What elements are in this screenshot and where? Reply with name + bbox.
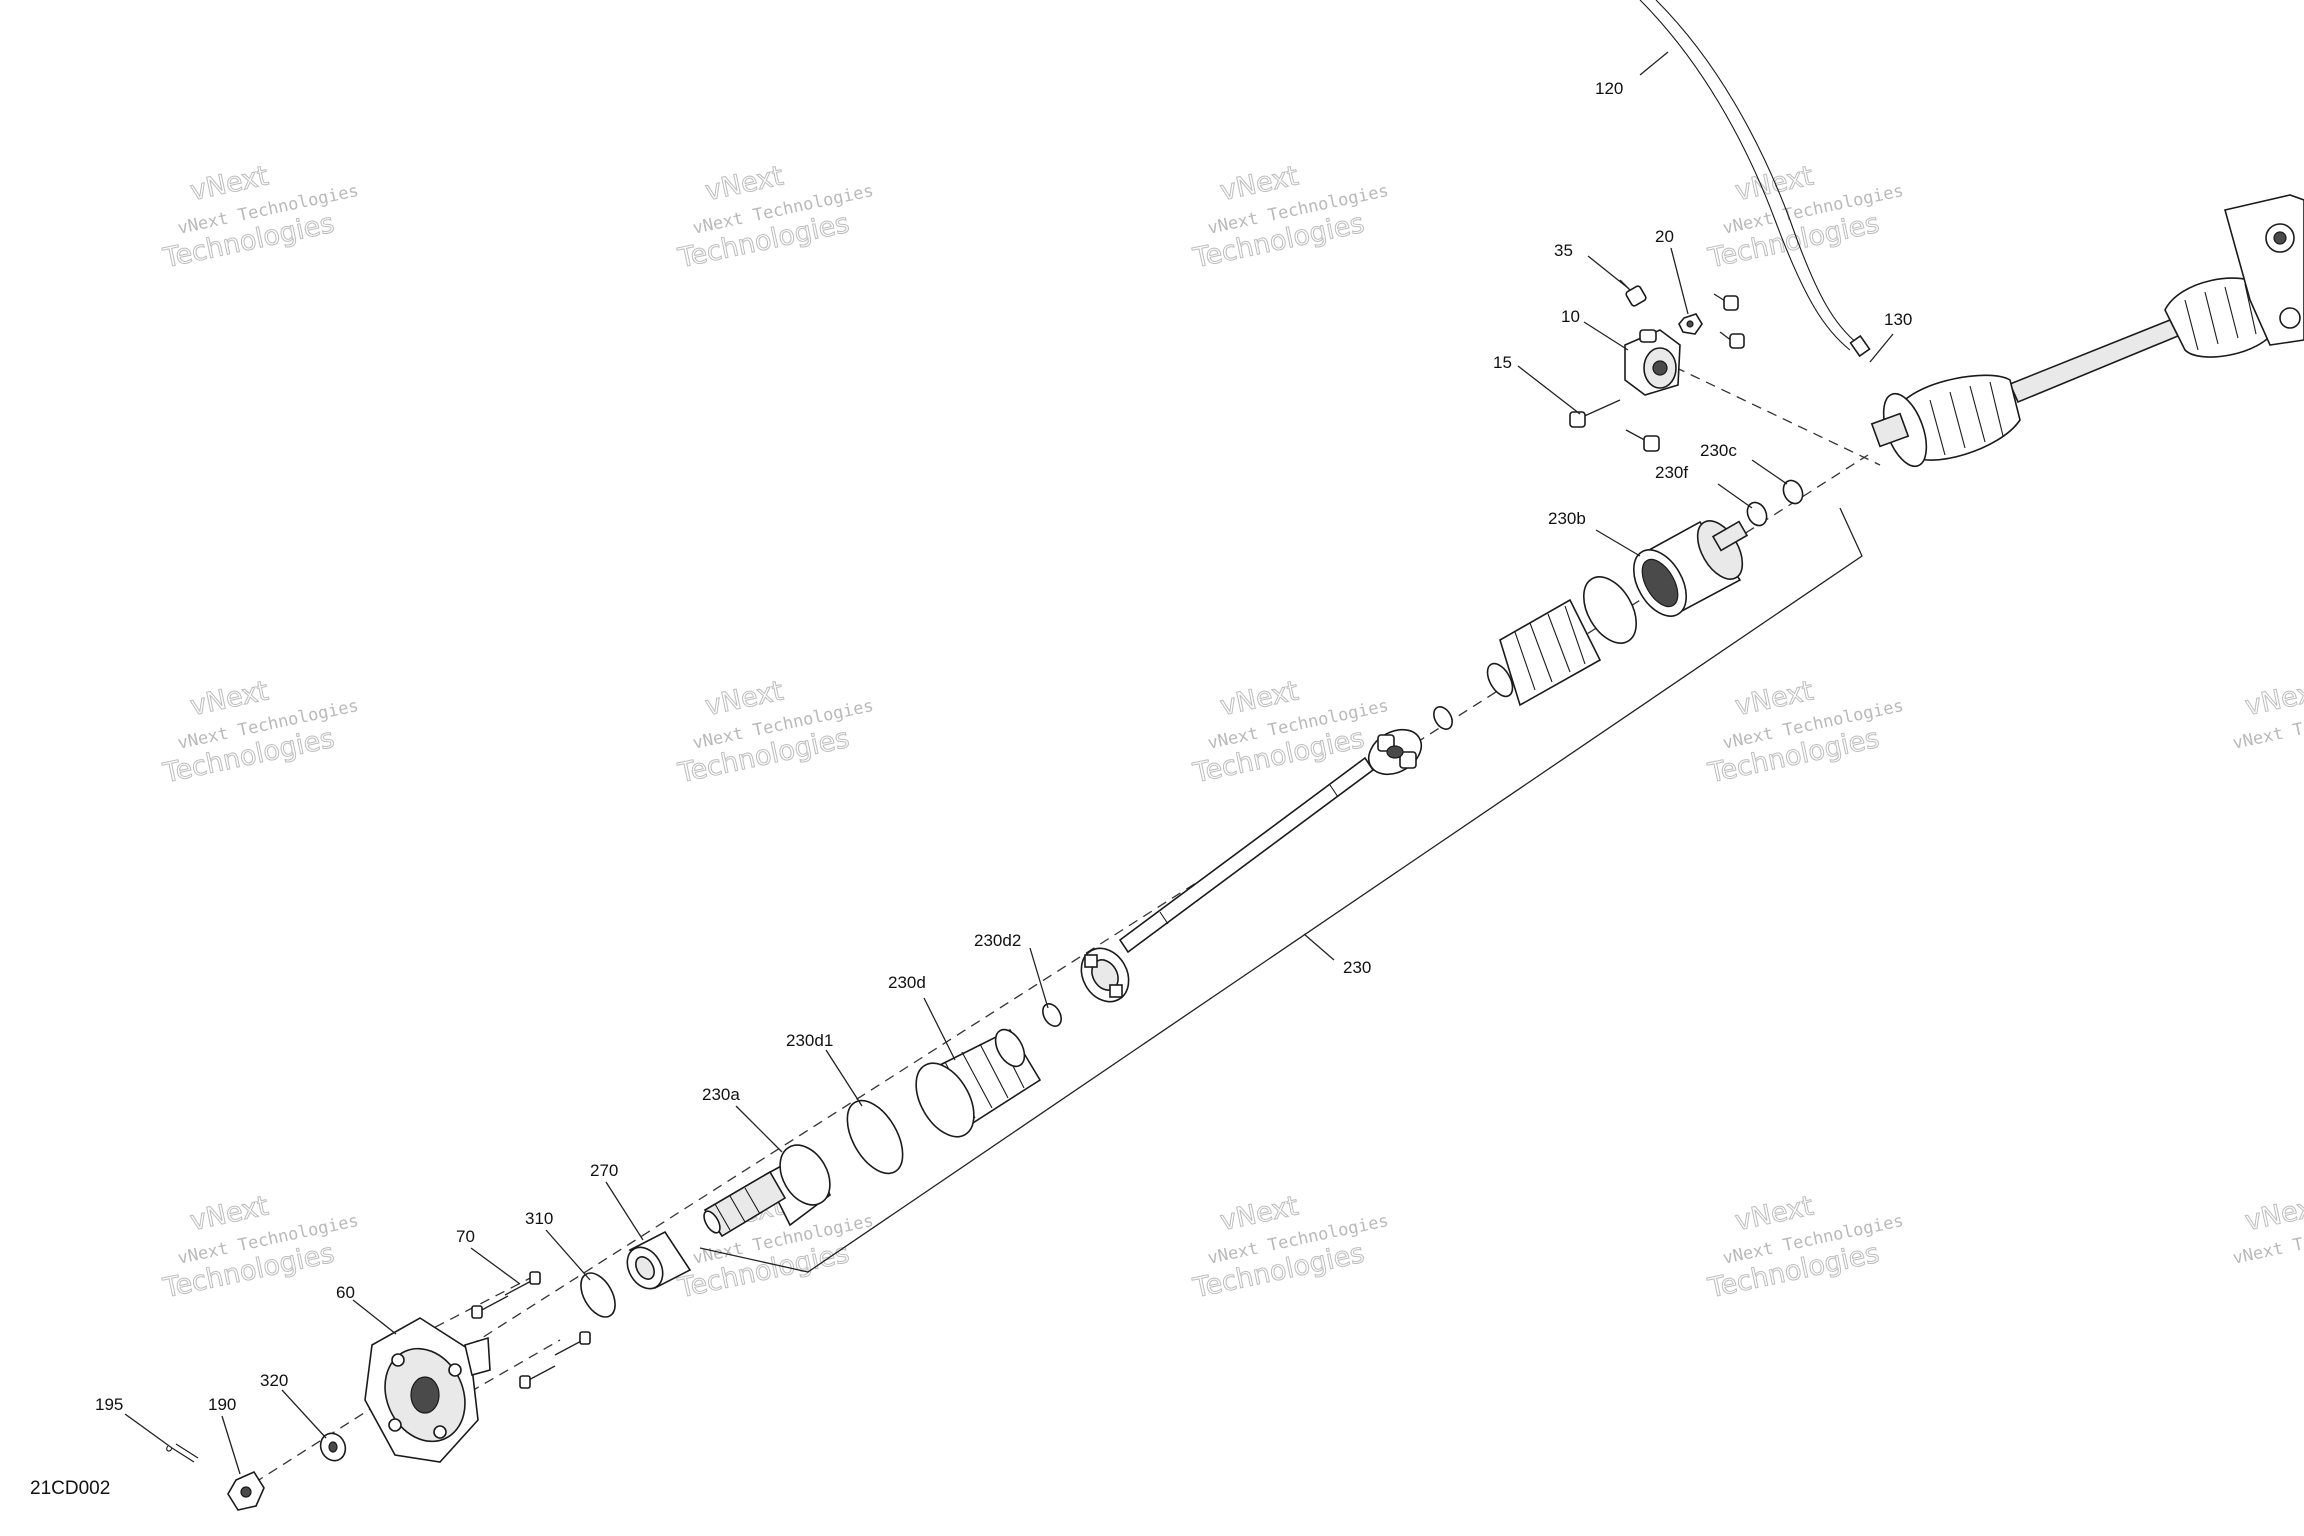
watermarks: vNext vNext Technologies Technologies vN… bbox=[159, 160, 2304, 1305]
inner-boot bbox=[1486, 598, 1602, 707]
callout-230f: 230f bbox=[1655, 463, 1688, 482]
svg-text:vNext: vNext bbox=[1732, 1191, 1816, 1238]
callout-60: 60 bbox=[336, 1283, 355, 1302]
upper-drive-shaft bbox=[1870, 194, 2304, 468]
watermark: vNext vNext Technologies Technologies bbox=[1189, 1190, 1390, 1305]
bolt-lower bbox=[1625, 429, 1660, 452]
callout-10: 10 bbox=[1561, 307, 1580, 326]
castle-nut bbox=[227, 1470, 265, 1511]
watermark: vNext vNext Technologies Technologies bbox=[674, 675, 875, 790]
cv-cage bbox=[1080, 947, 1130, 1003]
callout-70: 70 bbox=[456, 1227, 475, 1246]
leader-lines bbox=[124, 51, 1894, 1475]
callout-270: 270 bbox=[590, 1161, 618, 1180]
watermark: vNext vNext Technologies Technologies bbox=[1704, 160, 1905, 275]
callout-labels: 120 35 20 10 130 15 230c 230f 230b 230 2… bbox=[95, 79, 1912, 1414]
retaining-ring bbox=[580, 1272, 616, 1318]
hub-stud bbox=[554, 1331, 591, 1356]
hub-stud bbox=[471, 1295, 509, 1319]
svg-text:vNext: vNext bbox=[1217, 1191, 1301, 1238]
callout-20: 20 bbox=[1655, 227, 1674, 246]
callout-15: 15 bbox=[1493, 353, 1512, 372]
outer-cv-joint bbox=[703, 1144, 831, 1238]
cotter-pin bbox=[166, 1443, 199, 1463]
hub-stud bbox=[519, 1365, 556, 1389]
watermark: vNext vNext Technologies Technologies bbox=[674, 160, 875, 275]
caliper-bracket bbox=[1624, 329, 1681, 396]
svg-text:vNext: vNext bbox=[187, 1191, 271, 1238]
callout-230c: 230c bbox=[1700, 441, 1737, 460]
o-ring-230f bbox=[1746, 501, 1768, 527]
hub-stud bbox=[504, 1271, 541, 1296]
tripod-joint bbox=[1367, 728, 1423, 776]
callout-230: 230 bbox=[1343, 958, 1371, 977]
svg-text:vNext: vNext bbox=[1732, 161, 1816, 208]
outer-boot-clamp bbox=[846, 1099, 904, 1175]
callout-320: 320 bbox=[260, 1371, 288, 1390]
callout-35: 35 bbox=[1554, 241, 1573, 260]
callout-120: 120 bbox=[1595, 79, 1623, 98]
bolt-pair-right bbox=[1713, 293, 1745, 349]
brake-hose bbox=[1639, 0, 1871, 358]
callout-230d1: 230d1 bbox=[786, 1031, 833, 1050]
callout-230d2: 230d2 bbox=[974, 931, 1021, 950]
hub-bolt-axis bbox=[419, 1272, 561, 1393]
svg-text:vNext: vNext bbox=[1732, 676, 1816, 723]
svg-text:vNext: vNext bbox=[702, 676, 786, 723]
svg-text:vNext: vNext bbox=[1217, 676, 1301, 723]
assembly-230-bracket bbox=[699, 507, 1863, 1273]
callout-230a: 230a bbox=[702, 1085, 740, 1104]
wheel-hub bbox=[364, 1317, 491, 1463]
o-ring-230c bbox=[1782, 479, 1804, 505]
snap-ring-230d2 bbox=[1042, 1003, 1062, 1027]
clamp-axis-line bbox=[1659, 359, 1881, 466]
callout-190: 190 bbox=[208, 1395, 236, 1414]
diagram-code: 21CD002 bbox=[30, 1478, 110, 1499]
watermark: vNext vNext Technologies bbox=[2231, 1190, 2304, 1269]
watermark: vNext vNext Technologies Technologies bbox=[159, 1190, 360, 1305]
svg-text:vNext: vNext bbox=[2242, 676, 2304, 723]
watermark: vNext vNext Technologies Technologies bbox=[1189, 160, 1390, 275]
outer-boot bbox=[915, 1028, 1042, 1138]
inner-joint-housing bbox=[1632, 520, 1749, 617]
bolt-15 bbox=[1569, 399, 1621, 428]
callout-195: 195 bbox=[95, 1395, 123, 1414]
svg-text:vNext: vNext bbox=[187, 676, 271, 723]
hub-washer bbox=[319, 1432, 347, 1462]
watermark: vNext vNext Technologies bbox=[2231, 675, 2304, 754]
boot-clamp-ring bbox=[1582, 576, 1638, 644]
svg-text:vNext: vNext bbox=[702, 161, 786, 208]
nut-20 bbox=[1678, 313, 1703, 335]
watermark: vNext vNext Technologies Technologies bbox=[1704, 1190, 1905, 1305]
wheel-bearing bbox=[626, 1230, 692, 1290]
callout-230d: 230d bbox=[888, 973, 926, 992]
callout-130: 130 bbox=[1884, 310, 1912, 329]
callout-230b: 230b bbox=[1548, 509, 1586, 528]
watermark: vNext vNext Technologies Technologies bbox=[159, 160, 360, 275]
main-axle-shaft bbox=[1080, 728, 1423, 1003]
watermark: vNext vNext Technologies Technologies bbox=[1704, 675, 1905, 790]
svg-text:vNext: vNext bbox=[1217, 161, 1301, 208]
callout-310: 310 bbox=[525, 1209, 553, 1228]
svg-text:vNext: vNext bbox=[187, 161, 271, 208]
snap-ring-inner bbox=[1433, 706, 1453, 730]
svg-text:vNext: vNext bbox=[2242, 1191, 2304, 1238]
watermark: vNext vNext Technologies Technologies bbox=[159, 675, 360, 790]
